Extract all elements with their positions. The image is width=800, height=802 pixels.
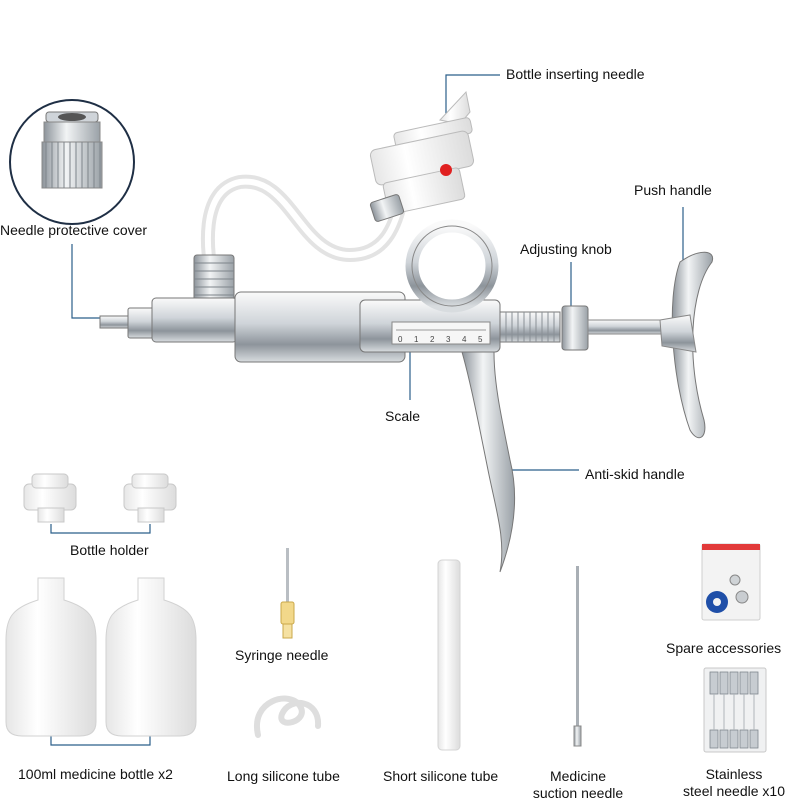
leader-bottle-needle bbox=[445, 74, 500, 118]
label-short-silicone-tube: Short silicone tube bbox=[383, 768, 499, 784]
leader-bottle bbox=[50, 735, 151, 746]
short-silicone-tube-image bbox=[437, 559, 461, 751]
medicine-bottle-image bbox=[5, 577, 197, 737]
scale-mark: 5 bbox=[478, 335, 483, 344]
syringe-gun-image bbox=[99, 90, 714, 573]
long-silicone-tube-image bbox=[253, 695, 322, 738]
needle-protective-cover-image bbox=[9, 99, 135, 225]
label-adjusting-knob: Adjusting knob bbox=[520, 241, 612, 257]
label-stainless-steel-needle-line1: Stainless bbox=[705, 766, 763, 782]
leader-bottle-holder bbox=[50, 524, 151, 534]
spare-accessories-image bbox=[701, 543, 761, 621]
scale-mark: 2 bbox=[430, 335, 435, 344]
scale-mark: 4 bbox=[462, 335, 467, 344]
medicine-suction-needle-image bbox=[573, 566, 582, 747]
label-bottle-holder: Bottle holder bbox=[70, 542, 149, 558]
label-scale: Scale bbox=[385, 408, 421, 424]
label-medicine-suction-needle: Medicine suction needle bbox=[530, 768, 626, 802]
label-medicine-bottle: 100ml medicine bottle x2 bbox=[18, 766, 173, 782]
label-bottle-inserting-needle: Bottle inserting needle bbox=[506, 66, 645, 82]
label-anti-skid-handle: Anti-skid handle bbox=[585, 466, 685, 482]
scale-mark: 1 bbox=[414, 335, 419, 344]
label-syringe-needle: Syringe needle bbox=[235, 647, 329, 663]
scale-mark: 0 bbox=[398, 335, 403, 344]
stainless-needles-image bbox=[703, 667, 767, 753]
leader-protective-cover bbox=[71, 244, 100, 319]
label-spare-accessories: Spare accessories bbox=[666, 640, 782, 656]
label-push-handle: Push handle bbox=[634, 182, 712, 198]
syringe-needle-image bbox=[280, 548, 295, 639]
label-needle-protective-cover: Needle protective cover bbox=[0, 222, 148, 238]
label-stainless-steel-needle: Stainless steel needle x10 bbox=[672, 766, 796, 800]
scale-marks: 0 1 2 3 4 5 bbox=[398, 335, 483, 344]
scale-mark: 3 bbox=[446, 335, 451, 344]
label-stainless-steel-needle-line2: steel needle x10 bbox=[683, 783, 785, 799]
bottle-holder-image bbox=[23, 473, 177, 523]
label-long-silicone-tube: Long silicone tube bbox=[227, 768, 340, 784]
label-medicine-suction-needle-line2: suction needle bbox=[532, 785, 624, 801]
label-medicine-suction-needle-line1: Medicine bbox=[549, 768, 607, 784]
